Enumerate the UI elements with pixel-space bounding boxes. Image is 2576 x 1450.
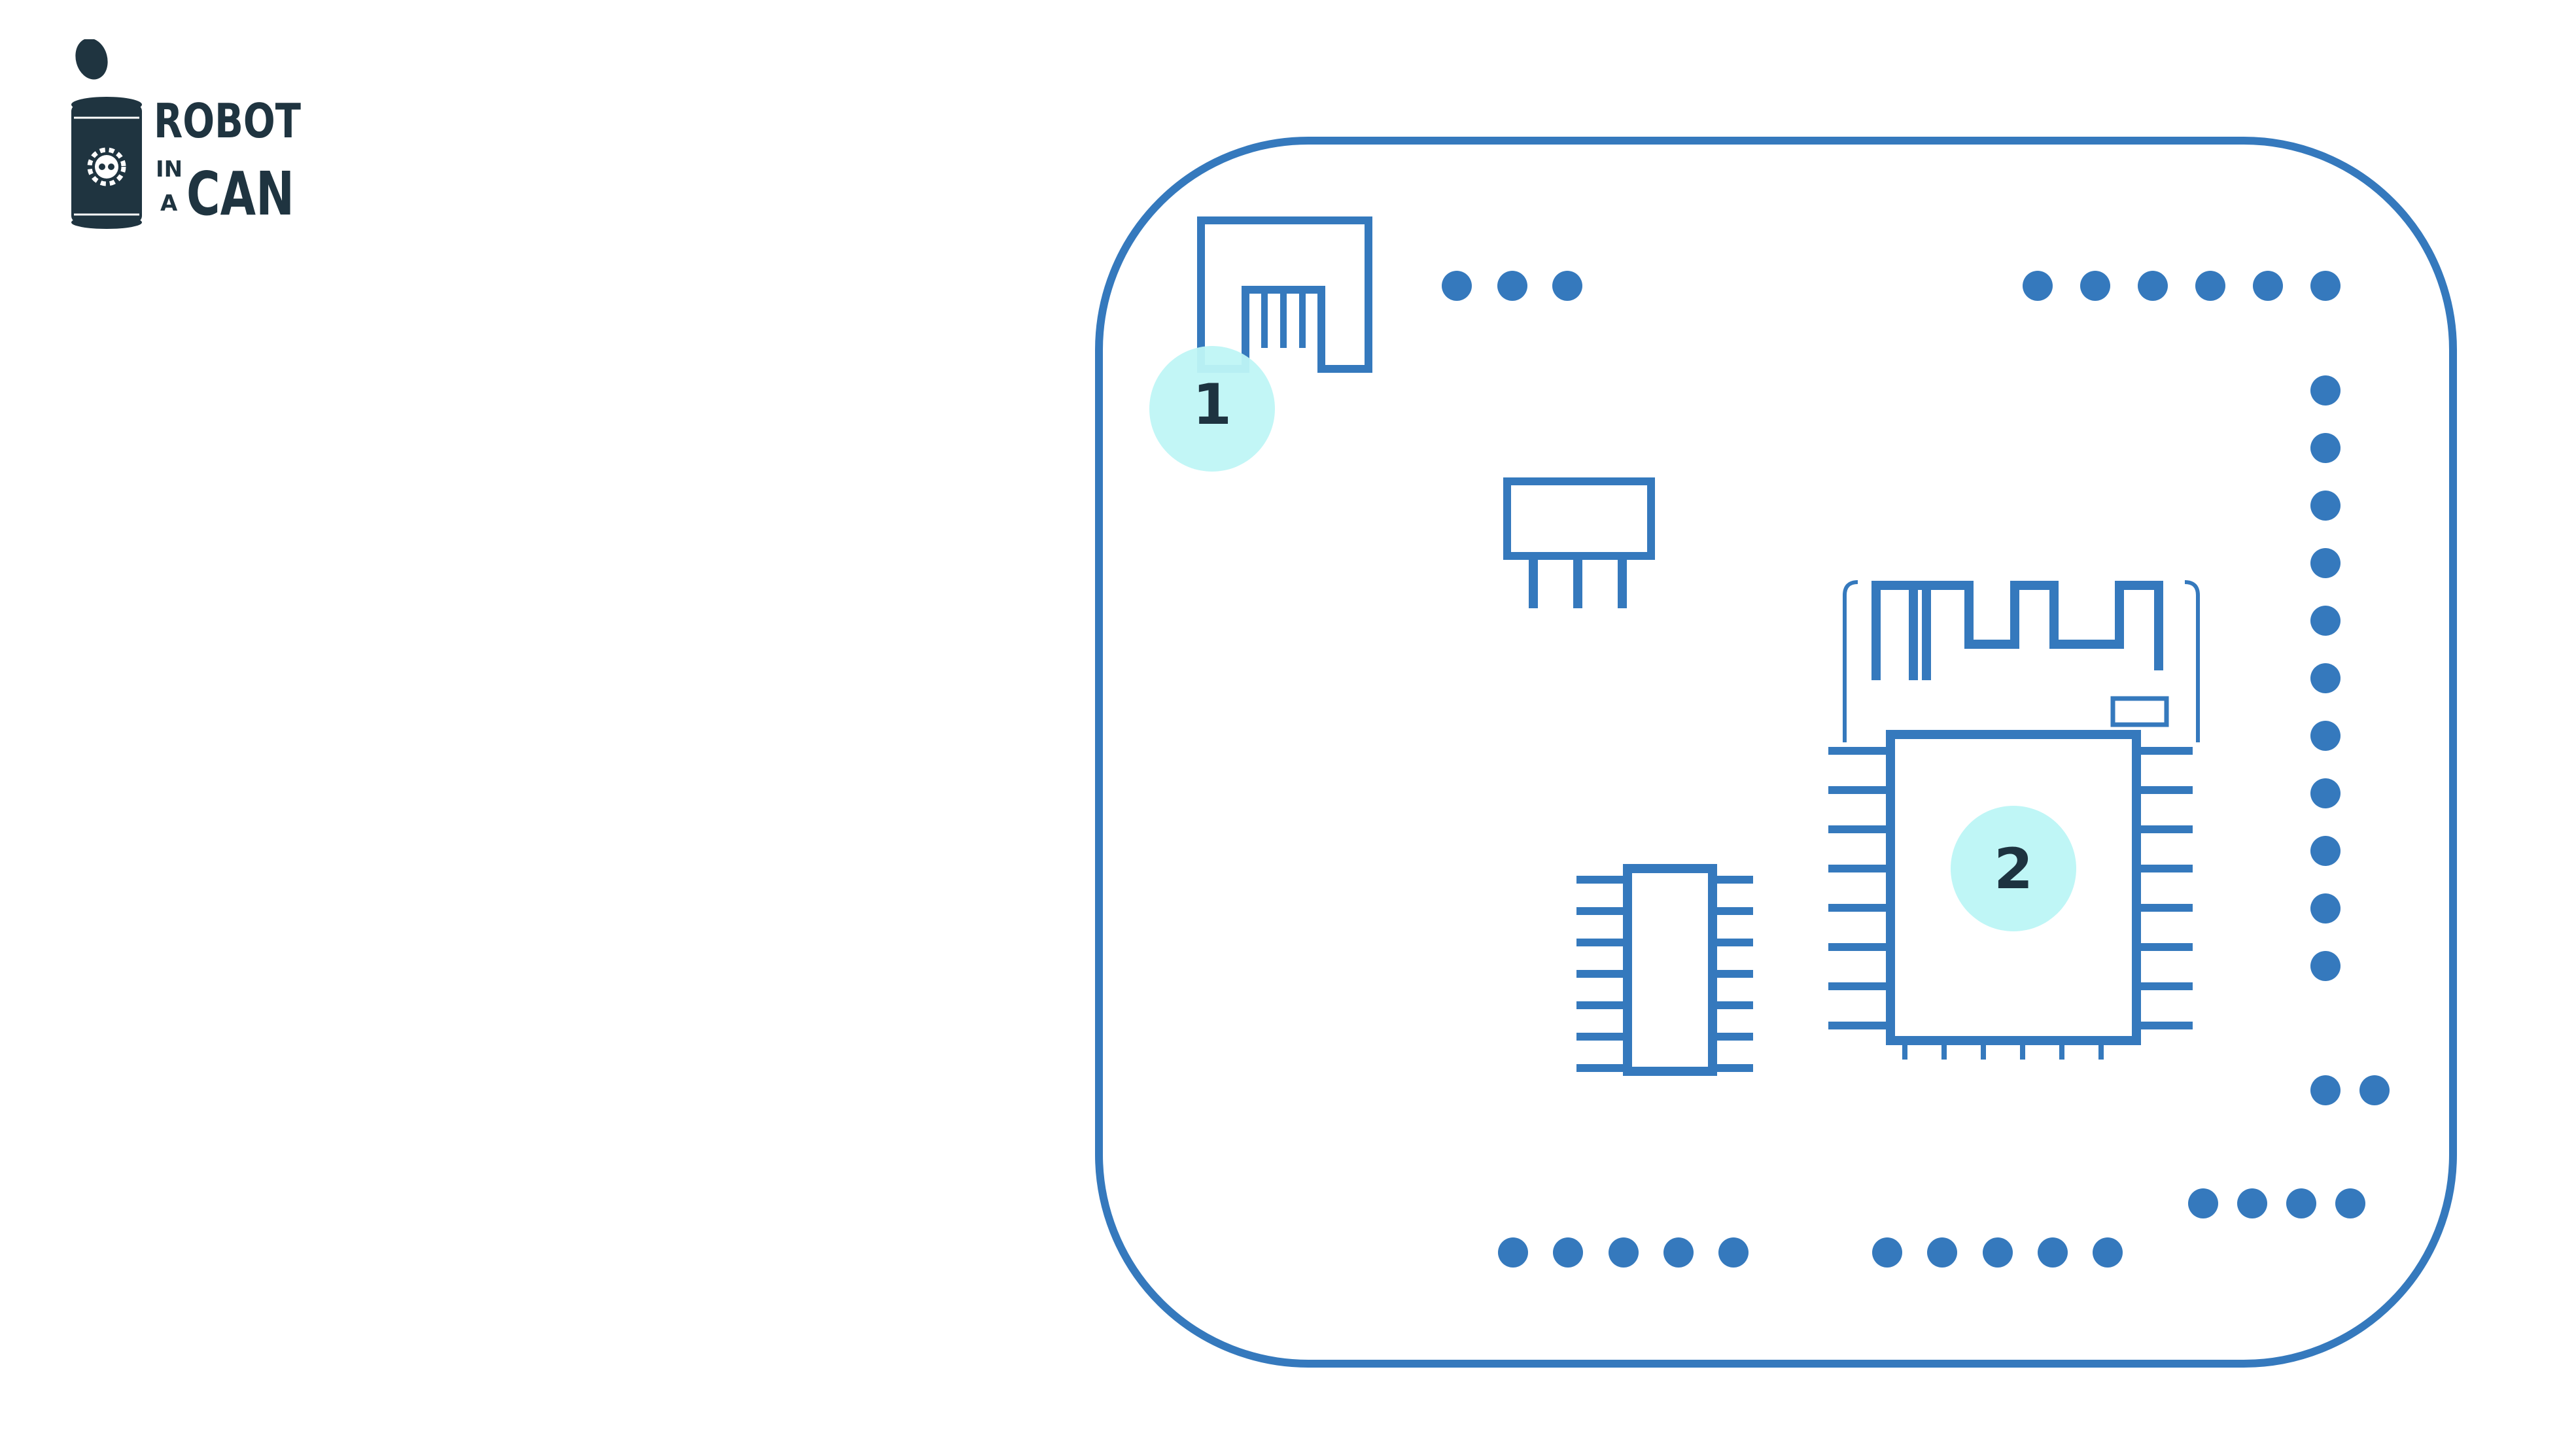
header-pin [2310, 271, 2341, 301]
board-outline [1095, 137, 2457, 1368]
header-pin [2310, 606, 2341, 636]
robot-in-a-can-logo: ROBOT IN A CAN [71, 39, 301, 229]
header-pin [1553, 1237, 1583, 1268]
header-pin [2080, 271, 2110, 301]
header-pin [2138, 271, 2168, 301]
logo-text-in: IN [156, 156, 183, 182]
module-antenna-trace [1871, 581, 2163, 680]
header-pin [2310, 778, 2341, 808]
ic-pins-left [1576, 876, 1624, 1072]
header-pin [2310, 721, 2341, 751]
marker-2: 2 [1951, 806, 2076, 931]
header-pin [2310, 663, 2341, 693]
header-pin [1872, 1237, 1902, 1268]
header-pin [2038, 1237, 2068, 1268]
header-pin [2310, 548, 2341, 578]
regulator-legs [1529, 556, 1627, 608]
header-pin [2359, 1075, 2390, 1105]
header-pin [2093, 1237, 2123, 1268]
header-pin [2253, 271, 2283, 301]
header-pin [2286, 1188, 2316, 1218]
header-pin [1983, 1237, 2013, 1268]
module-pins-right [2140, 747, 2193, 1029]
microcontroller-module [1886, 730, 2141, 1045]
marker-1-label: 1 [1192, 372, 1232, 438]
logo-text-robot: ROBOT [154, 94, 301, 148]
header-pin [1442, 271, 1472, 301]
header-pin [2310, 375, 2341, 406]
module-pins-bottom [1902, 1044, 2104, 1060]
module-shield-outline [1843, 580, 2200, 742]
voltage-regulator [1503, 477, 1655, 560]
header-pin [2310, 836, 2341, 866]
header-pin [2310, 433, 2341, 463]
ic-pins-right [1716, 876, 1753, 1072]
header-pin [1927, 1237, 1957, 1268]
header-pins [1442, 271, 2390, 1268]
marker-1: 1 [1149, 346, 1275, 472]
module-led [2110, 696, 2169, 727]
header-pin [2310, 491, 2341, 521]
header-pin [1497, 271, 1527, 301]
robot-can-icon [71, 39, 142, 229]
header-pin [2310, 893, 2341, 924]
header-pin [2023, 271, 2053, 301]
header-pin [2195, 271, 2225, 301]
header-pin [1609, 1237, 1639, 1268]
header-pin [2310, 1075, 2341, 1105]
module-pins-left [1828, 747, 1887, 1029]
header-pin [2237, 1188, 2267, 1218]
header-pin [2310, 951, 2341, 981]
marker-2-label: 2 [1994, 837, 2033, 902]
header-pin [1498, 1237, 1528, 1268]
header-pin [2188, 1188, 2218, 1218]
usb-connector-pins [1261, 293, 1306, 348]
header-pin [1552, 271, 1582, 301]
header-pin [1663, 1237, 1694, 1268]
header-pin [2335, 1188, 2365, 1218]
small-ic-chip [1623, 864, 1717, 1076]
logo-text-can: CAN [186, 159, 294, 229]
header-pin [1718, 1237, 1749, 1268]
logo-text-a: A [160, 190, 178, 216]
